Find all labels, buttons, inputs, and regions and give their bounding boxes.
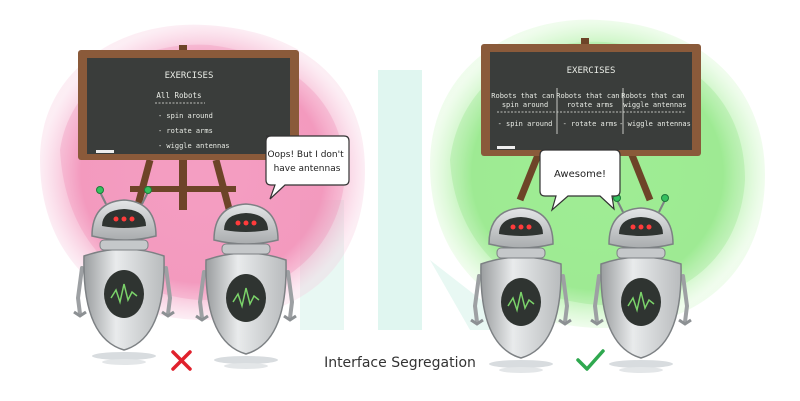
right-chalkboard: EXERCISES Robots that can spin around Ro… [481, 44, 701, 156]
column-2-method: - rotate arms [563, 120, 618, 128]
column-2-header-line-2: rotate arms [567, 101, 613, 109]
cross-icon [171, 350, 192, 371]
right-board-title: EXERCISES [567, 66, 616, 76]
awesome-speech-bubble: Awesome! [539, 149, 621, 212]
column-3-header-line-2: wiggle antennas [623, 101, 686, 109]
column-3-header-line-1: Robots that can [621, 92, 684, 100]
oops-speech-bubble: Oops! But I don't have antennas [265, 135, 350, 200]
bubble-line-1: Oops! But I don't [267, 150, 344, 160]
svg-text:Robots that can spin a: Robots that can spin around [491, 92, 558, 109]
column-1-method: - spin around [498, 120, 553, 128]
left-chalkboard: EXERCISES All Robots - spin around - rot… [78, 50, 299, 160]
column-3-method: - wiggle antennas [619, 120, 691, 128]
bubble-line-2: have antennas [274, 164, 341, 174]
svg-text:Robots that can wiggle: Robots that can wiggle antennas [621, 92, 688, 109]
column-2-header-line-1: Robots that can [556, 92, 619, 100]
left-board-title: EXERCISES [165, 71, 214, 81]
left-method-3: - wiggle antennas [158, 142, 230, 150]
column-1-header-line-1: Robots that can [491, 92, 554, 100]
good-example-scene: EXERCISES Robots that can spin around Ro… [430, 19, 765, 375]
left-method-2: - rotate arms [158, 127, 213, 135]
bad-example-scene: EXERCISES All Robots - spin around - rot… [40, 24, 365, 371]
caption: Interface Segregation [324, 355, 476, 371]
check-icon [576, 349, 605, 371]
column-1-header-line-2: spin around [502, 101, 548, 109]
awesome-text: Awesome! [554, 169, 606, 180]
svg-text:Robots that can rotate: Robots that can rotate arms [556, 92, 623, 109]
svg-text:Oops! But I don't have: Oops! But I don't have antennas [267, 150, 346, 174]
left-interface-name: All Robots [156, 91, 201, 100]
left-method-1: - spin around [158, 112, 213, 120]
